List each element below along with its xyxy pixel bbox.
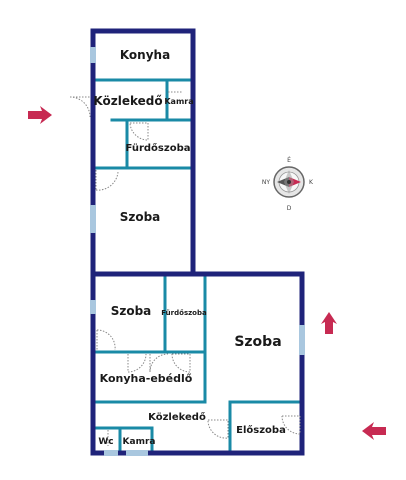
arrow-left-icon [362, 422, 386, 440]
room-label-eloszoba: Előszoba [236, 424, 286, 436]
window-bottom-2 [126, 450, 148, 456]
window-szoba-top [90, 205, 96, 233]
room-label-szoba-top: Szoba [120, 210, 161, 224]
window-szoba-big [299, 325, 305, 355]
compass-east-label: K [309, 179, 314, 186]
room-label-szoba-mid-left: Szoba [111, 304, 152, 318]
room-label-kamra-top: Kamra [164, 97, 193, 106]
arrow-up-icon [321, 312, 337, 334]
arrow-right-icon [28, 106, 52, 124]
windows [90, 47, 305, 456]
room-label-wc: Wc [98, 437, 113, 447]
room-label-konyha: Konyha [120, 48, 170, 62]
compass-icon: É K D NY [262, 156, 314, 212]
room-label-kozlekedo-top: Közlekedő [93, 94, 162, 108]
room-label-kamra-bottom: Kamra [123, 437, 156, 447]
window-szoba-mid [90, 300, 96, 314]
compass-west-label: NY [262, 179, 270, 186]
inner-walls [91, 78, 304, 455]
compass-north-label: É [287, 156, 291, 164]
room-label-furdoszoba-mid: Fürdőszoba [161, 308, 207, 317]
room-label-furdoszoba-top: Fürdőszoba [126, 142, 191, 154]
room-label-konyha-ebedlo: Konyha-ebédlő [100, 372, 193, 385]
outer-walls [90, 28, 305, 456]
compass-south-label: D [287, 205, 292, 212]
room-label-szoba-big: Szoba [234, 334, 281, 350]
window-bottom-1 [104, 450, 118, 456]
window-konyha [90, 47, 96, 63]
doors [69, 91, 301, 446]
room-label-kozlekedo-bottom: Közlekedő [148, 411, 206, 423]
